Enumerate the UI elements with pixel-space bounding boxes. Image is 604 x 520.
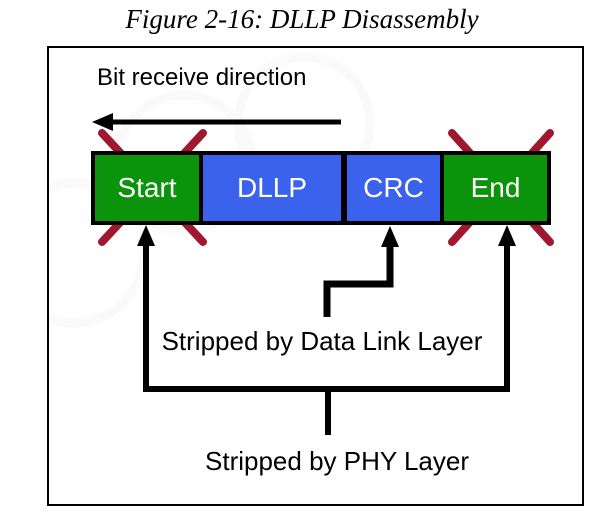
packet-block-dllp: DLLP — [203, 155, 341, 221]
phy-bracket — [143, 386, 510, 435]
bit-receive-direction-label: Bit receive direction — [97, 64, 307, 91]
receive-direction-arrow-icon — [92, 113, 341, 131]
packet-block-label: End — [470, 172, 521, 203]
packet-bar: Start DLLP CRC End — [91, 151, 551, 225]
packet-block-label: CRC — [363, 172, 424, 203]
up-arrow-start — [137, 225, 155, 391]
packet-block-crc: CRC — [347, 155, 440, 221]
packet-block-end: End — [444, 155, 547, 221]
packet-block-start: Start — [95, 155, 199, 221]
diagram-overlay — [49, 52, 554, 435]
packet-block-label: Start — [117, 172, 177, 203]
stripped-phy-label: Stripped by PHY Layer — [205, 446, 469, 476]
figure-title: Figure 2-16: DLLP Disassembly — [125, 4, 479, 34]
up-arrow-end — [498, 225, 516, 391]
packet-block-label: DLLP — [236, 172, 308, 203]
stripped-dll-label: Stripped by Data Link Layer — [161, 326, 483, 356]
bent-arrow-crc — [323, 226, 399, 317]
diagram-frame: Bit receive direction Start DLLP CRC End… — [47, 46, 584, 506]
